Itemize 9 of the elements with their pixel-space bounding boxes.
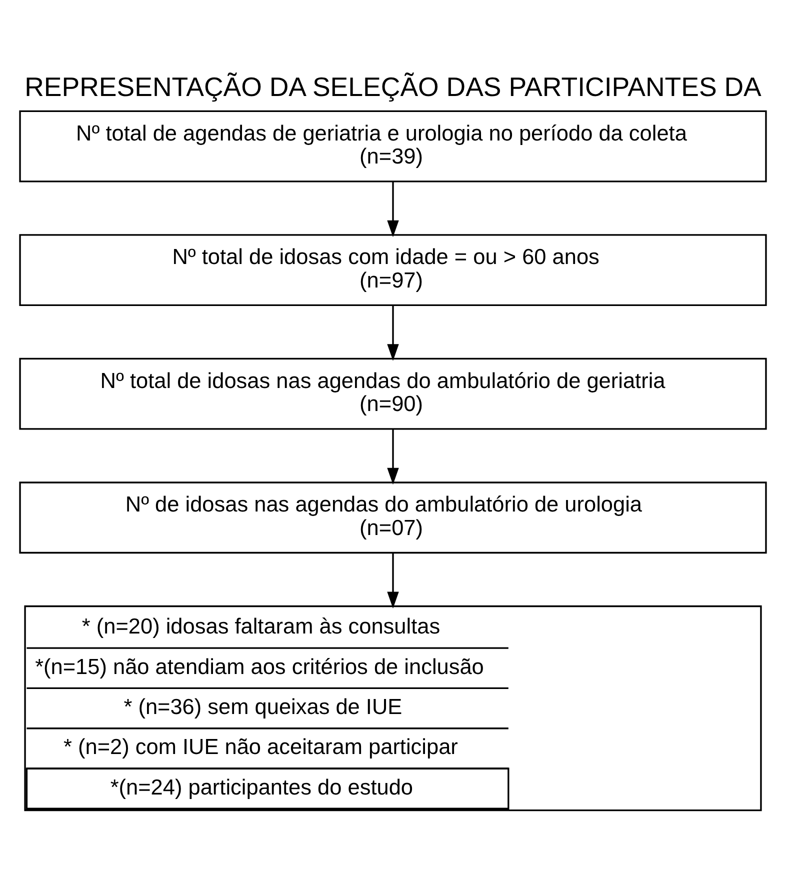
diagram-title: REPRESENTAÇÃO DA SELEÇÃO DAS PARTICIPANTES DA [24, 71, 762, 102]
arrow [387, 552, 399, 608]
node-box: Nº total de idosas com idade = ou > 60 anos (n=97) [19, 234, 767, 306]
arrow [387, 181, 399, 237]
node-box: Nº total de agendas de geriatria e urologia no período da coleta (n=39) [19, 110, 767, 182]
node-box: Nº de idosas nas agendas do ambulatório de urologia (n=07) [19, 481, 767, 554]
node-box: Nº total de idosas nas agendas do ambulatório de geriatria (n=90) [19, 357, 767, 430]
arrow [387, 304, 399, 360]
arrow [387, 428, 399, 484]
